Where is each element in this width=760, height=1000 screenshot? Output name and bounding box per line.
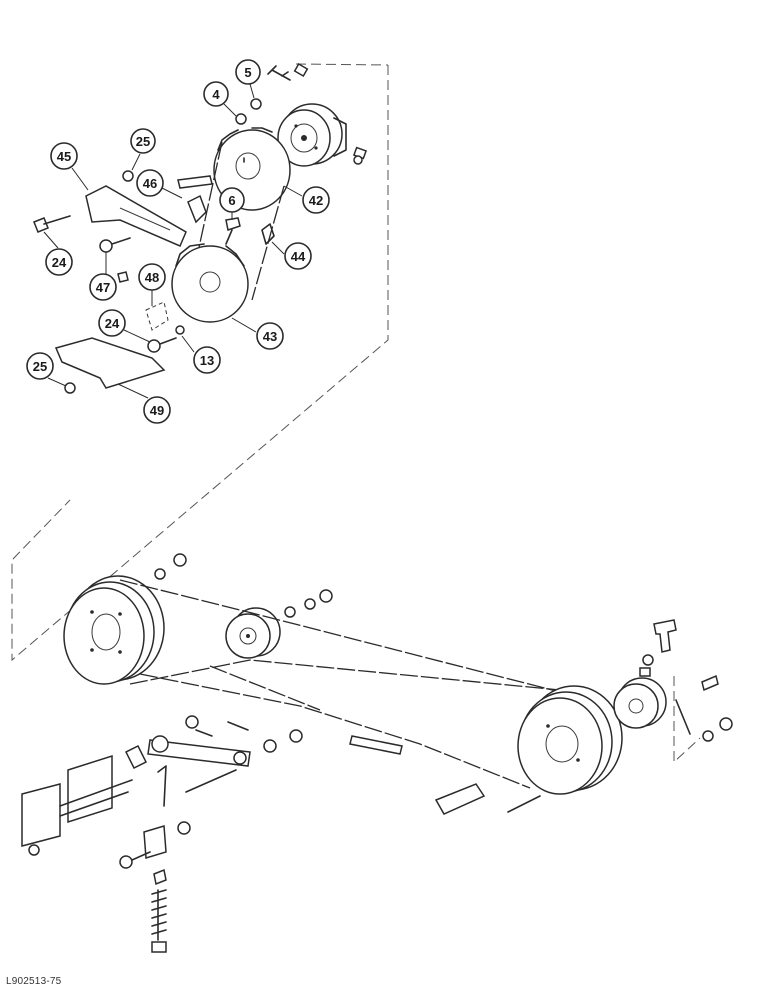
figure-id: L902513-75 (6, 976, 62, 987)
callout-45: 45 (50, 142, 89, 191)
spring-adjuster (119, 821, 191, 953)
svg-text:25: 25 (136, 134, 150, 149)
callout-25-lower: 25 (26, 352, 67, 387)
chain-link (261, 223, 275, 245)
callouts: 4 5 25 45 46 6 (26, 59, 330, 424)
svg-text:43: 43 (263, 329, 277, 344)
svg-text:47: 47 (96, 280, 110, 295)
lower-pulley-assembly (21, 553, 733, 953)
lower-sprocket (171, 243, 249, 323)
svg-text:42: 42 (309, 193, 323, 208)
svg-text:6: 6 (228, 193, 235, 208)
callout-49: 49 (117, 383, 171, 424)
svg-text:13: 13 (200, 353, 214, 368)
upper-sprocket-assembly (33, 63, 368, 394)
callout-43: 43 (231, 317, 284, 350)
callout-47: 47 (89, 252, 117, 301)
right-driven-pulley (517, 685, 623, 795)
svg-text:24: 24 (105, 316, 120, 331)
svg-text:48: 48 (145, 270, 159, 285)
svg-text:45: 45 (57, 149, 71, 164)
mounting-plate (21, 754, 133, 847)
callout-6: 6 (219, 187, 245, 220)
callout-4: 4 (203, 81, 247, 125)
tensioner-bracket (85, 185, 187, 247)
callout-44: 44 (271, 241, 312, 270)
callout-24-lower: 24 (98, 309, 151, 343)
callout-48: 48 (138, 263, 166, 306)
callout-46: 46 (136, 169, 183, 199)
callout-24-upper: 24 (43, 231, 73, 276)
idler-pulley (225, 607, 281, 659)
svg-text:24: 24 (52, 255, 67, 270)
svg-text:5: 5 (244, 65, 251, 80)
hub-pulley (277, 103, 347, 167)
callout-42: 42 (283, 185, 330, 214)
callout-5: 5 (235, 59, 262, 110)
svg-text:4: 4 (212, 87, 220, 102)
left-drive-pulley (63, 575, 165, 685)
svg-text:49: 49 (150, 403, 164, 418)
callout-13: 13 (181, 335, 221, 374)
svg-text:25: 25 (33, 359, 47, 374)
svg-text:46: 46 (143, 176, 157, 191)
inset-boundary (11, 63, 389, 662)
right-hub (613, 677, 667, 729)
callout-25-upper: 25 (130, 128, 156, 171)
chain-guard (54, 337, 166, 389)
svg-text:44: 44 (291, 249, 306, 264)
tensioner-arm (147, 721, 251, 767)
